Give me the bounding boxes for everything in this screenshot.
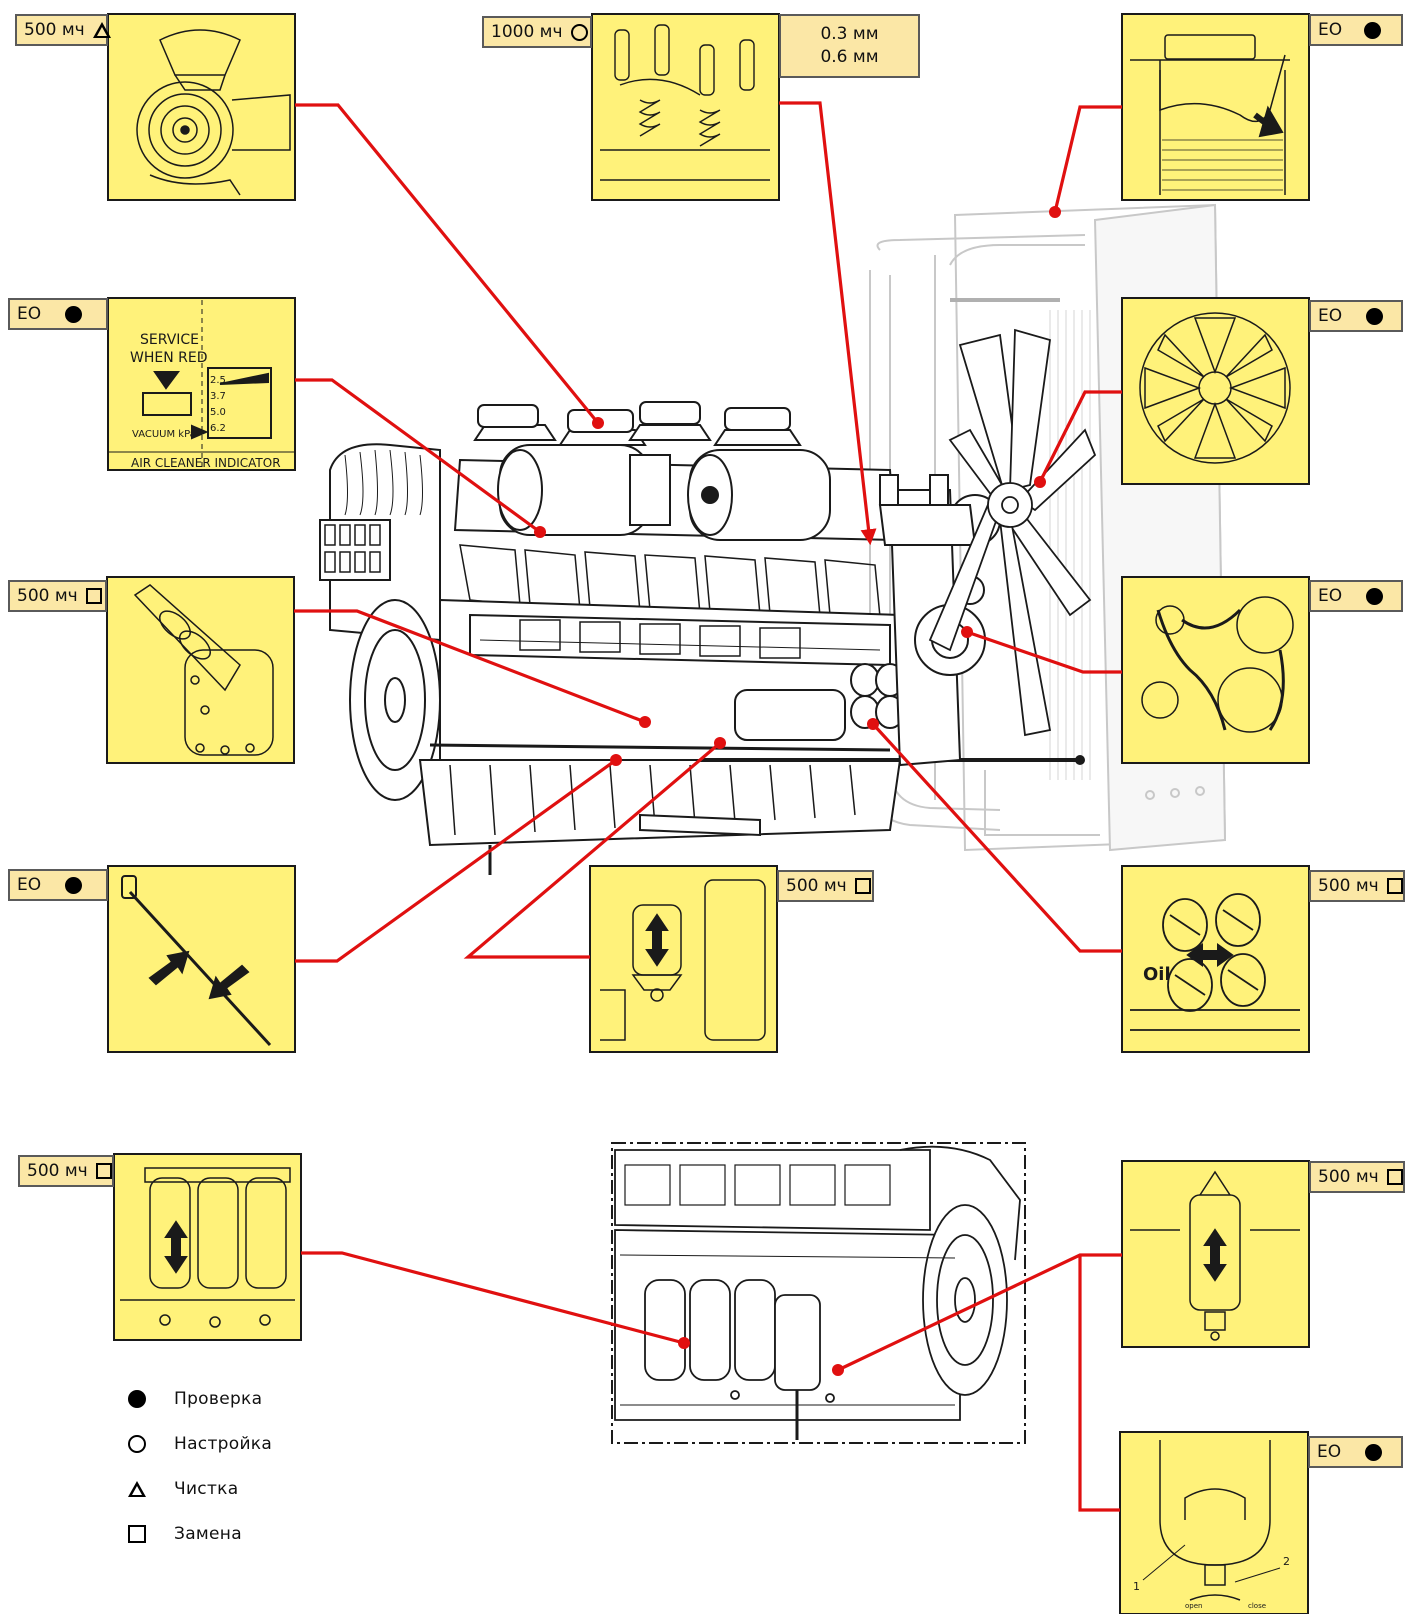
indicator-when-red-text: WHEN RED [130,350,208,366]
panel-air-filter [107,13,296,201]
indicator-vacuum-text: VACUUM kPa [132,429,196,440]
interval-label-coolant: ЕО [1309,14,1403,46]
interval-text: ЕО [17,875,42,895]
interval-text: 500 мч [24,20,85,40]
filled-circle-icon [1366,587,1384,605]
legend-item: Замена [122,1519,342,1549]
interval-text: 500 мч [1318,876,1379,896]
legend-item: Настройка [122,1429,342,1459]
valve-clearance-intake: 0.3 мм [820,24,879,44]
panel-breather [106,576,295,764]
interval-label-fuel-filters-bottom: 500 мч [18,1155,114,1187]
interval-text: ЕО [1317,1442,1342,1462]
panel-air-cleaner-indicator [107,297,296,471]
panel-belt [1121,576,1310,764]
panel-fuel-filters-bottom [113,1153,302,1341]
panel-valves [591,13,780,201]
interval-label-separator: 500 мч [1309,1161,1405,1193]
square-icon [85,588,102,604]
triangle-icon [92,22,111,38]
engine-block [319,328,1097,875]
legend-text: Проверка [174,1389,263,1409]
drain-open-text: open [1185,1602,1202,1610]
panel-dipstick [107,865,296,1053]
filled-circle-icon [1364,21,1382,39]
interval-text: 500 мч [786,876,847,896]
interval-label-indicator: ЕО [8,298,108,330]
square-icon [128,1525,146,1543]
interval-label-air-filter: 500 мч [15,14,111,46]
drain-close-text: close [1248,1602,1266,1610]
indicator-scale-4: 6.2 [210,423,226,434]
open-circle-icon [128,1435,146,1453]
interval-text: ЕО [1318,586,1343,606]
square-icon [95,1163,112,1179]
interval-label-valves: 1000 мч [482,16,592,48]
square-icon [1386,878,1403,894]
interval-label-breather: 500 мч [8,580,107,612]
interval-text: ЕО [1318,20,1343,40]
interval-text: 1000 мч [491,22,563,42]
drain-number-2: 2 [1283,1555,1290,1568]
legend-text: Чистка [174,1479,239,1499]
indicator-scale-2: 3.7 [210,391,226,402]
filled-circle-icon [1365,1443,1383,1461]
detail-panels [106,13,1310,1614]
interval-label-oil-filter: 500 мч [1309,870,1405,902]
interval-label-belt: ЕО [1309,580,1403,612]
interval-label-drain: ЕО [1308,1436,1403,1468]
drain-number-1: 1 [1133,1580,1140,1593]
panel-oil-filter [1121,865,1310,1053]
interval-text: 500 мч [17,586,78,606]
interval-label-dipstick: ЕО [8,869,108,901]
filled-circle-icon [65,305,83,323]
panel-separator [1121,1160,1310,1348]
interval-text: 500 мч [1318,1167,1379,1187]
panel-coolant [1121,13,1310,201]
panel-drain [1119,1431,1309,1614]
interval-label-fuel-filter: 500 мч [777,870,874,902]
filled-circle-icon [1366,307,1384,325]
legend-text: Замена [174,1524,242,1544]
leader-dots [534,206,1061,1376]
legend-item: Чистка [122,1474,342,1504]
interval-text: ЕО [1318,306,1343,326]
square-icon [854,878,871,894]
triangle-icon [128,1481,146,1497]
oil-text: Oil [1143,964,1171,985]
filled-circle-icon [65,876,83,894]
interval-text: 500 мч [27,1161,88,1181]
legend-item: Проверка [122,1384,342,1414]
indicator-scale-3: 5.0 [210,407,226,418]
interval-label-fan: ЕО [1309,300,1403,332]
valve-clearance-exhaust: 0.6 мм [820,47,879,67]
interval-text: ЕО [17,304,42,324]
indicator-title-text: AIR CLEANER INDICATOR [131,456,281,470]
valve-clearance-box: 0.3 мм 0.6 мм [779,14,920,78]
indicator-service-text: SERVICE [140,332,199,348]
open-circle-icon [570,23,588,41]
indicator-scale-1: 2.5 [210,375,226,386]
leader-lines [294,101,1122,1512]
square-icon [1386,1169,1403,1185]
filled-circle-icon [128,1390,146,1408]
panel-fan [1121,297,1310,485]
legend-text: Настройка [174,1434,273,1454]
panel-fuel-filter [589,865,778,1053]
inset-view [611,1142,1026,1444]
